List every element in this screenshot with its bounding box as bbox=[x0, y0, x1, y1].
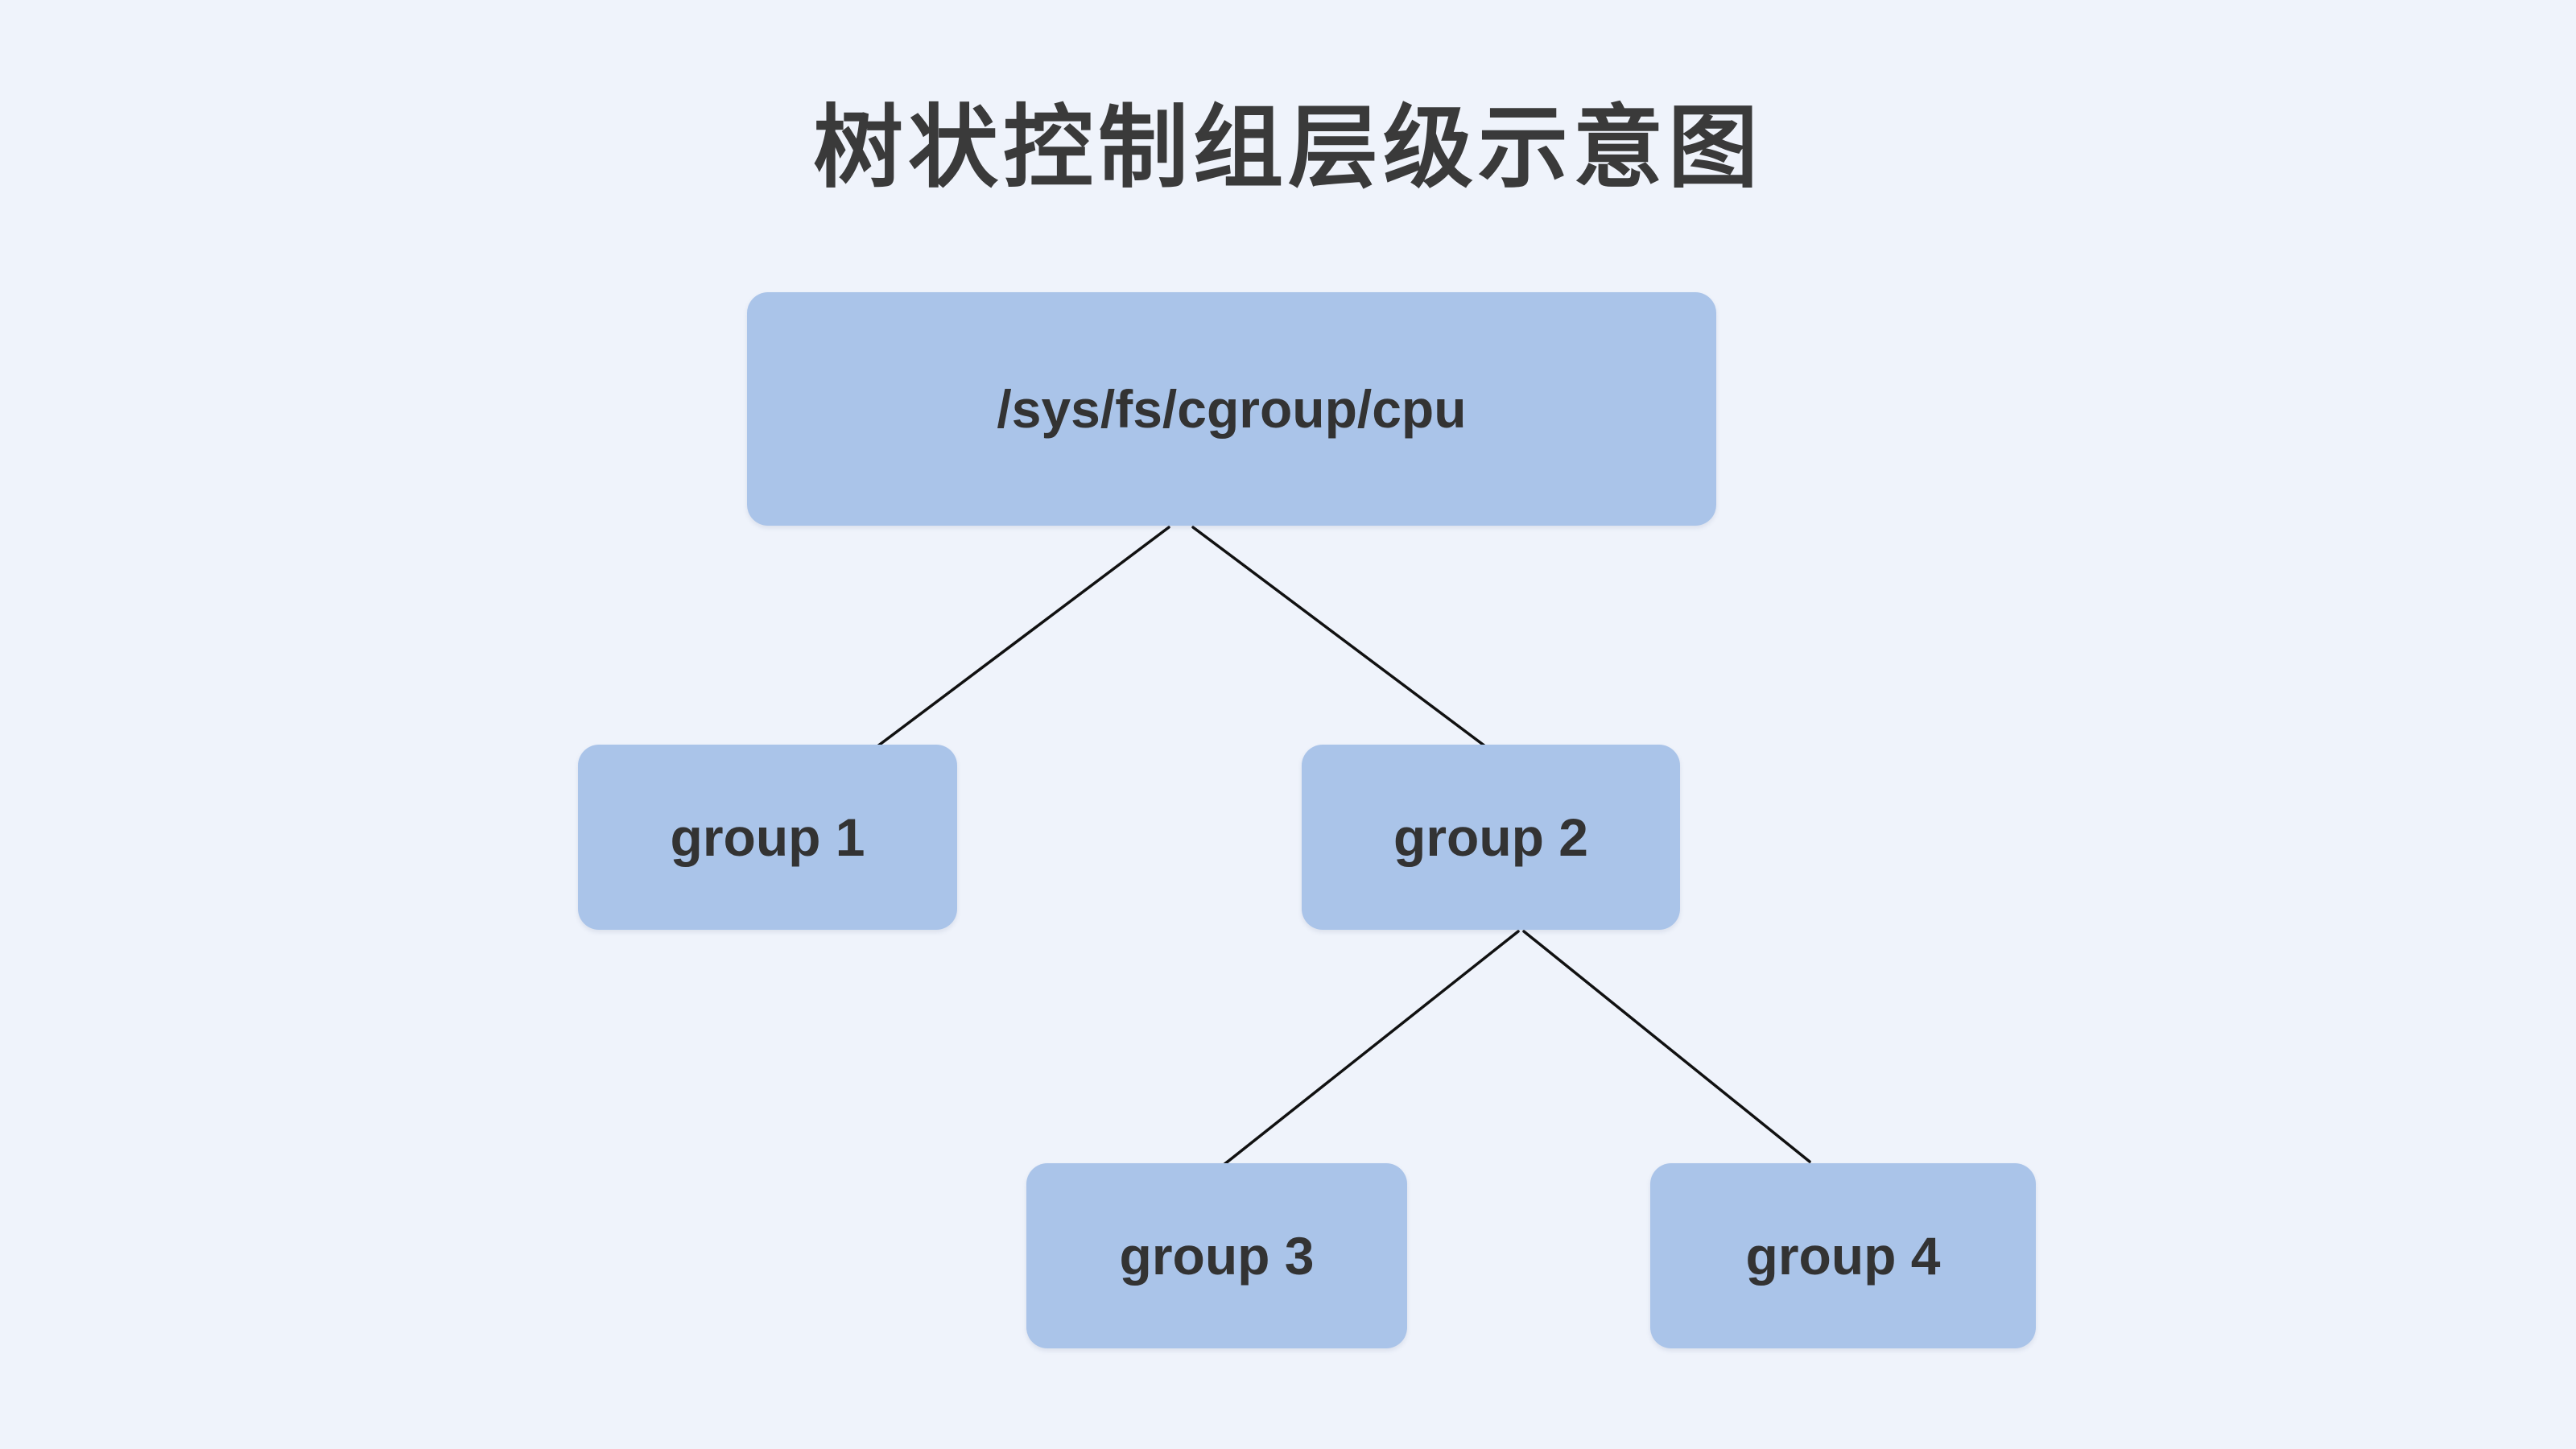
tree-node-group-4: group 4 bbox=[1650, 1163, 2036, 1348]
tree-node-group-1: group 1 bbox=[578, 745, 957, 930]
diagram-title: 树状控制组层级示意图 bbox=[813, 97, 1763, 198]
edge-group-2-to-group-3 bbox=[1222, 930, 1520, 1166]
tree-node-root: /sys/fs/cgroup/cpu bbox=[747, 292, 1716, 526]
tree-node-group-3: group 3 bbox=[1026, 1163, 1407, 1348]
edge-root-to-group-1 bbox=[876, 526, 1170, 748]
edge-root-to-group-2 bbox=[1191, 526, 1487, 748]
edge-group-2-to-group-4 bbox=[1522, 930, 1811, 1163]
tree-node-group-2: group 2 bbox=[1302, 745, 1680, 930]
